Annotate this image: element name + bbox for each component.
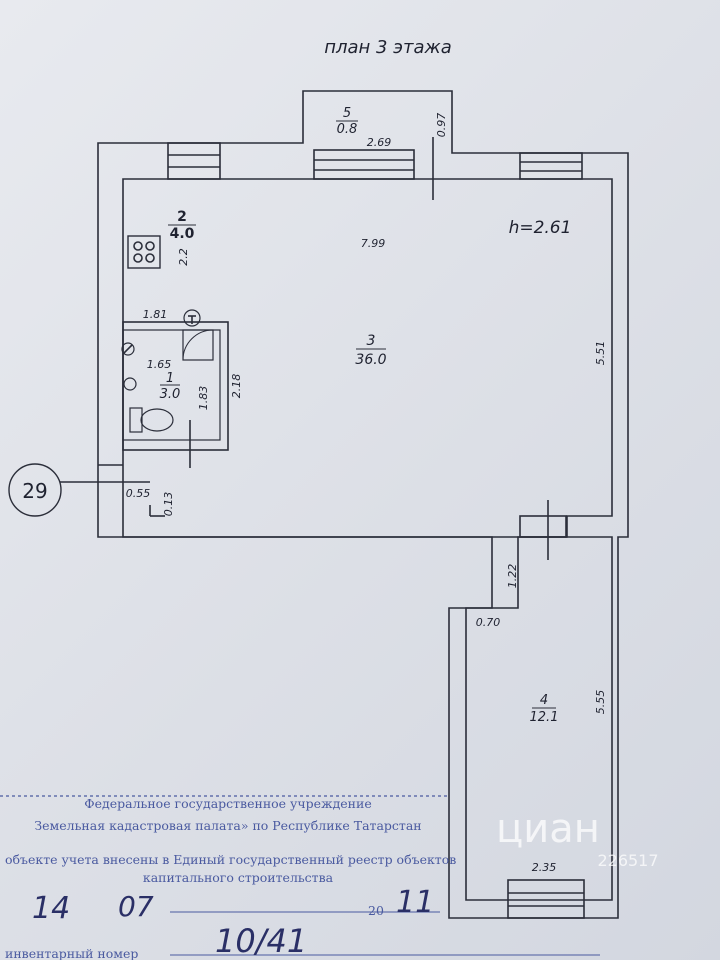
- watermark-brand: циан: [496, 806, 600, 852]
- stamp-line-2: Земельная кадастровая палата» по Республ…: [34, 818, 421, 833]
- dim-1-65: 1.65: [147, 358, 172, 371]
- dim-2-18: 2.18: [230, 374, 243, 399]
- dim-2-69: 2.69: [367, 136, 392, 149]
- door-opening: [519, 515, 567, 538]
- dim-5-51: 5.51: [594, 341, 607, 366]
- inner-wall: [122, 178, 613, 538]
- riser-icon: [183, 309, 201, 327]
- stamp-line-4: капитального строительства: [143, 870, 334, 885]
- window-top-1: [167, 142, 221, 180]
- room-1-area: 3.0: [160, 387, 181, 402]
- handwritten-day: 14: [32, 891, 70, 926]
- dim-1-22: 1.22: [506, 564, 519, 589]
- room-3-area: 36.0: [355, 352, 386, 368]
- handwritten-inventory: 10/41: [215, 922, 307, 960]
- watermark-id: 226517: [597, 851, 658, 870]
- stove-icon: [127, 235, 161, 269]
- stamp-year-prefix: 20: [368, 903, 384, 918]
- room-1-number: 1: [166, 371, 174, 386]
- toilet-icon: [129, 407, 143, 433]
- room-4-number: 4: [540, 693, 548, 708]
- handwritten-month: 07: [118, 890, 154, 923]
- dim-0-55: 0.55: [126, 487, 151, 500]
- plan-title: план 3 этажа: [324, 37, 452, 58]
- room4-wall: [465, 536, 613, 901]
- window-top-3: [519, 152, 583, 180]
- room-5-area: 0.8: [337, 122, 358, 137]
- dim-1-83: 1.83: [197, 386, 210, 411]
- stamp-line-1: Федеральное государственное учреждение: [84, 796, 371, 811]
- room-3-number: 3: [367, 333, 376, 349]
- handwritten-year: 11: [396, 885, 434, 920]
- axis-marker-label: 29: [22, 479, 47, 503]
- window-bottom: [507, 879, 585, 919]
- sink-icon: [123, 377, 137, 391]
- dim-0-13: 0.13: [162, 492, 175, 517]
- dim-7-99: 7.99: [361, 237, 386, 250]
- dim-2-35: 2.35: [532, 861, 557, 874]
- window-top-2: [313, 149, 415, 180]
- dim-0-70: 0.70: [476, 616, 501, 629]
- room-4-area: 12.1: [530, 710, 559, 725]
- room-2-number: 2: [177, 209, 187, 225]
- outer-wall: [97, 90, 629, 919]
- shower-icon: [182, 329, 214, 361]
- room-5-number: 5: [343, 106, 351, 121]
- height-label: h=2.61: [509, 218, 572, 238]
- dim-1-81: 1.81: [143, 308, 168, 321]
- stamp-line-3: объекте учета внесены в Единый государст…: [5, 852, 456, 867]
- room-2-area: 4.0: [170, 226, 195, 242]
- dim-5-55: 5.55: [594, 690, 607, 715]
- dim-2-2: 2.2: [177, 248, 190, 266]
- axis-marker-circle: [8, 463, 62, 517]
- dim-0-97: 0.97: [435, 113, 448, 138]
- stamp-inventory-label: инвентарный номер: [5, 946, 138, 960]
